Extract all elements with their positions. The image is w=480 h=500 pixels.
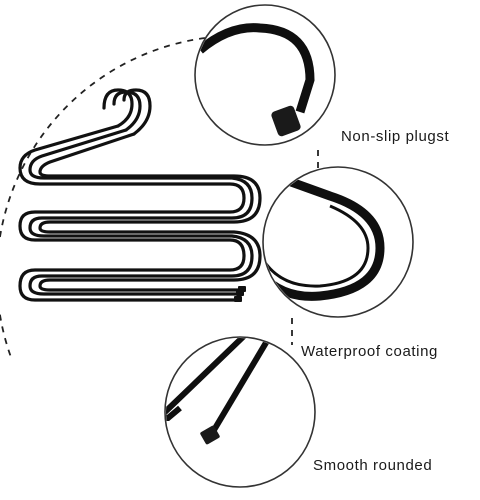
callout-circle-waterproof	[262, 166, 414, 318]
callout-label-nonslip: Non-slip plugst	[341, 128, 450, 145]
hanger-end-caps	[234, 286, 246, 302]
dashed-guide-arc	[0, 37, 206, 361]
callout-circle-smooth	[164, 336, 316, 488]
callout-circle-nonslip	[194, 4, 336, 146]
hanger-main	[18, 88, 262, 302]
callout-label-waterproof: Waterproof coating	[301, 343, 438, 360]
callout-label-smooth: Smooth rounded	[313, 457, 433, 474]
